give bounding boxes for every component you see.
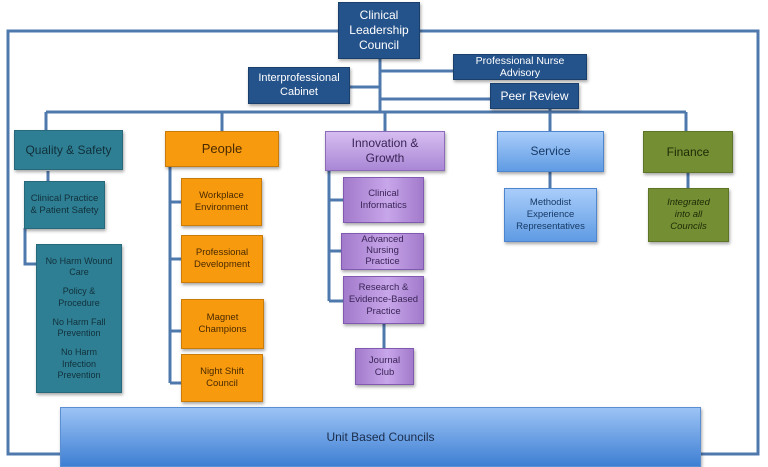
advanced-nursing-practice: Advanced Nursing Practice (341, 233, 424, 270)
professional-development: Professional Development (181, 235, 263, 283)
magnet-champions: Magnet Champions (181, 299, 264, 349)
journal-club: Journal Club (355, 348, 414, 385)
clinical-leadership-council: Clinical Leadership Council (338, 2, 420, 59)
finance-council: Finance (643, 131, 733, 173)
quality-items-group: No Harm Wound Care Policy & Procedure No… (36, 244, 122, 393)
interprofessional-cabinet: Interprofessional Cabinet (248, 67, 350, 104)
quality-safety-council: Quality & Safety (14, 130, 123, 170)
outer-loop-connector-right (420, 29, 760, 456)
item-policy-procedure: Policy & Procedure (58, 286, 100, 308)
peer-review: Peer Review (490, 83, 579, 109)
innovation-growth-council: Innovation & Growth (325, 131, 445, 171)
item-no-harm-wound-care: No Harm Wound Care (45, 255, 113, 278)
outer-loop-connector (6, 29, 338, 456)
integrated-into-all-councils: Integrated into all Councils (648, 188, 729, 242)
professional-nurse-advisory: Professional Nurse Advisory (453, 54, 587, 80)
methodist-experience-representatives: Methodist Experience Representatives (504, 188, 597, 242)
item-no-harm-fall-prevention: No Harm Fall Prevention (52, 316, 106, 339)
clinical-practice-patient-safety: Clinical Practice & Patient Safety (24, 181, 105, 229)
service-council: Service (497, 131, 604, 172)
unit-based-councils: Unit Based Councils (60, 407, 701, 467)
quality-items-connector (23, 228, 37, 266)
night-shift-council: Night Shift Council (181, 354, 263, 402)
item-no-harm-infection-prevention: No Harm Infection Prevention (57, 347, 101, 380)
clinical-informatics: Clinical Informatics (343, 177, 424, 223)
research-evidence-based-practice: Research & Evidence-Based Practice (343, 276, 424, 324)
people-council: People (165, 131, 279, 167)
workplace-environment: Workplace Environment (181, 178, 262, 226)
